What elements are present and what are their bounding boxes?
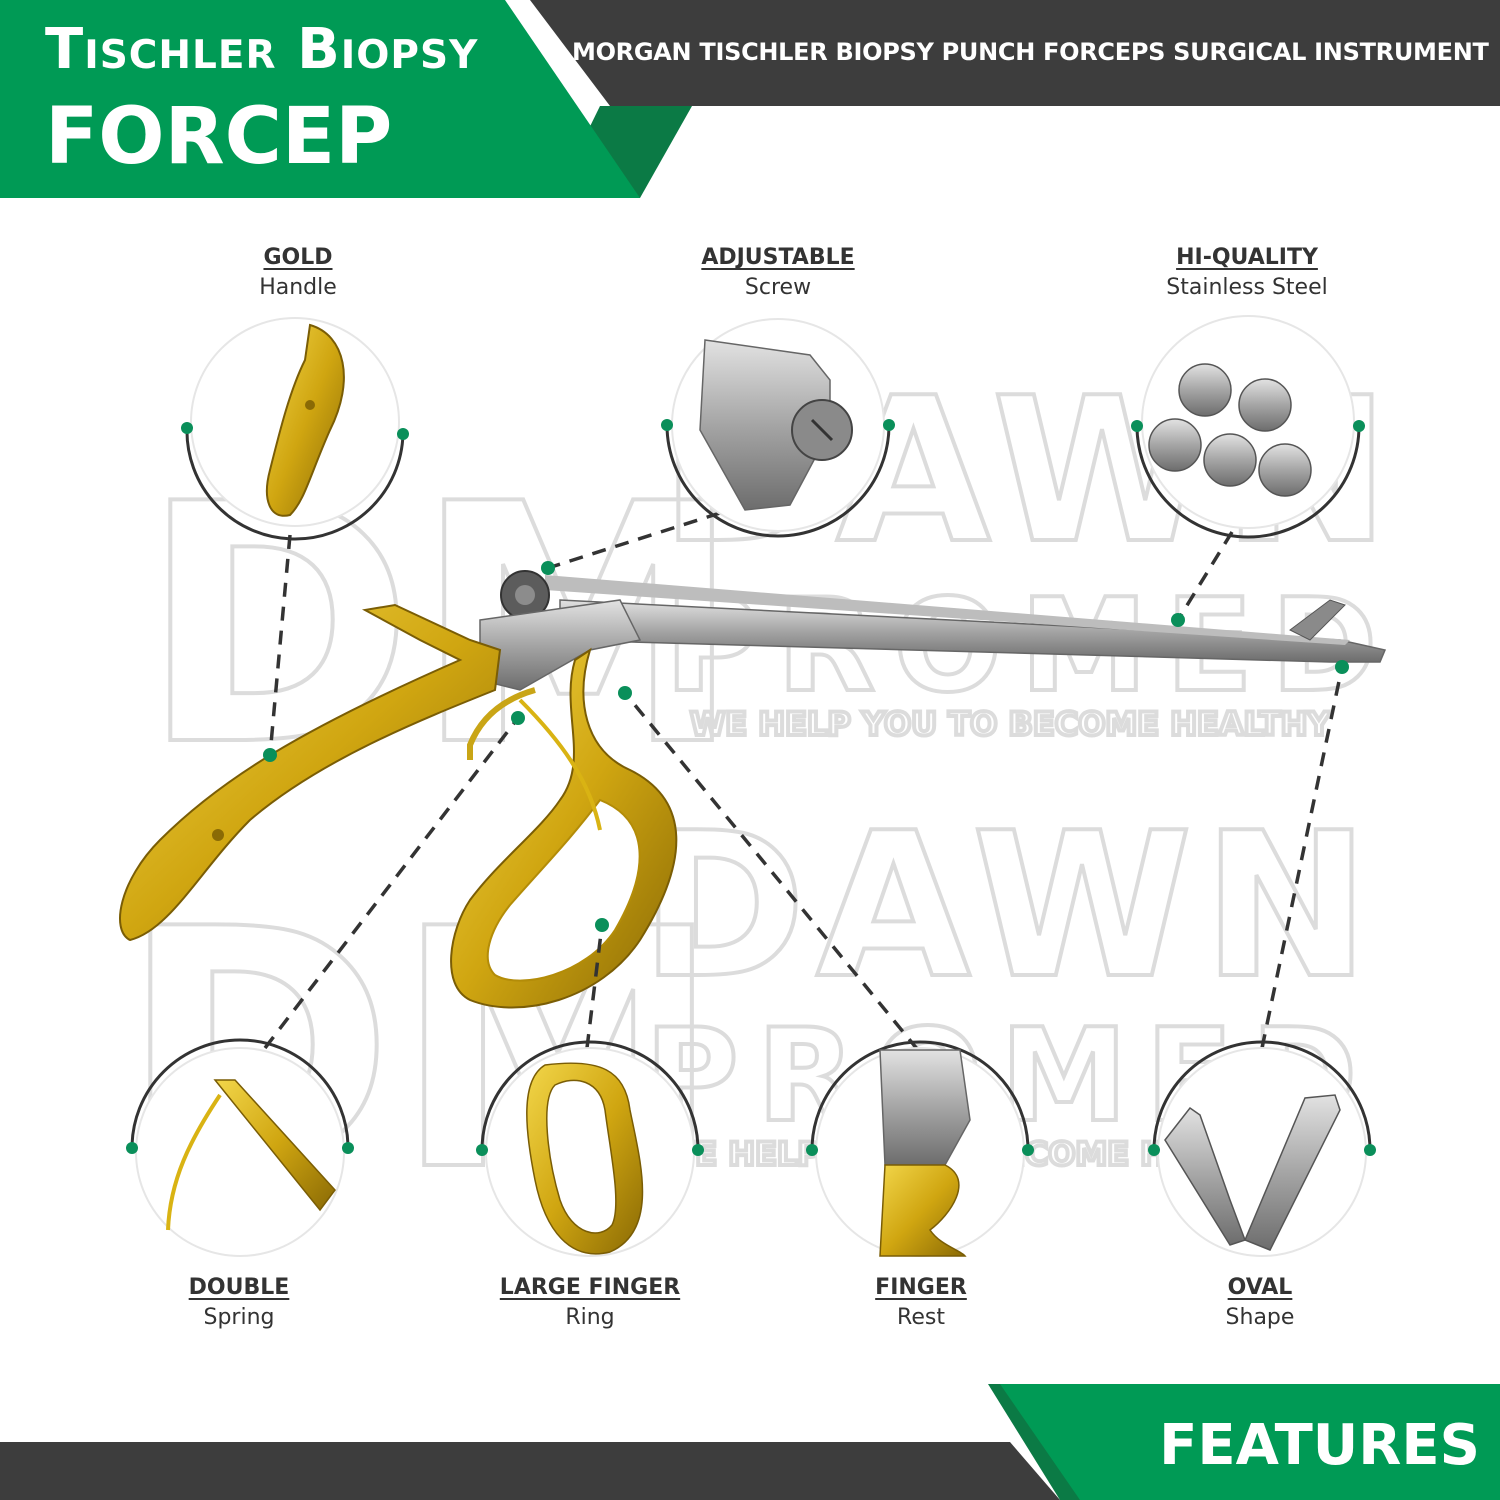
- connector-finger-rest: [623, 691, 920, 1052]
- connector-double-spring: [263, 716, 520, 1050]
- feature-label-oval-shape: OVAL Shape: [1110, 1273, 1410, 1333]
- feature-title: FINGER: [875, 1275, 967, 1300]
- feature-subtitle: Spring: [203, 1305, 275, 1330]
- dot-finger-ring: [595, 918, 609, 932]
- connector-lines: [263, 511, 1344, 1052]
- finger-rest-detail-icon: [879, 1164, 967, 1257]
- connector-oval-shape: [1260, 666, 1344, 1049]
- page-subtitle: MORGAN TISCHLER BIOPSY PUNCH FORCEPS SUR…: [572, 38, 1489, 66]
- forceps-upper-rail: [545, 575, 1350, 645]
- adjustable-screw-center: [515, 585, 535, 605]
- header-green-block: [0, 0, 640, 198]
- spring-strip: [518, 698, 602, 831]
- connector-adjustable-screw: [547, 511, 721, 570]
- feature-title: ADJUSTABLE: [701, 245, 855, 270]
- double-spring: [467, 687, 536, 760]
- feature-label-finger-rest: FINGER Rest: [771, 1273, 1071, 1333]
- feature-title: LARGE FINGER: [499, 1275, 681, 1300]
- footer-gray-bar: [0, 1442, 1060, 1500]
- oval-jaw-detail-upper: [1164, 1106, 1246, 1246]
- detail-circle-double-spring: [126, 1038, 354, 1257]
- footer-green-block: [1000, 1384, 1500, 1500]
- feature-subtitle: Screw: [744, 275, 812, 300]
- detail-circle-oval-shape: [1148, 1040, 1376, 1257]
- dot-finger-rest: [618, 686, 632, 700]
- gold-handle-detail-icon: [265, 323, 345, 517]
- header-gray-bar: [530, 0, 1500, 106]
- feature-subtitle: Rest: [897, 1305, 945, 1330]
- feature-subtitle: Handle: [259, 275, 337, 300]
- detail-circle-finger-ring: [476, 1040, 704, 1257]
- page-title-line1: Tischler Biopsy: [45, 17, 479, 82]
- page-title-line2: FORCEP: [45, 92, 393, 182]
- steel-rods-detail-icon: [1148, 363, 1312, 497]
- forceps-shaft: [559, 599, 1387, 663]
- dot-gold-handle: [263, 748, 277, 762]
- finger-rest-detail-steel: [879, 1049, 971, 1166]
- feature-subtitle: Shape: [1225, 1305, 1295, 1330]
- feature-label-double-spring: DOUBLE Spring: [89, 1273, 389, 1333]
- finger-ring-detail-icon: [526, 1062, 644, 1255]
- feature-title: OVAL: [1227, 1275, 1293, 1300]
- feature-title: GOLD: [263, 245, 333, 270]
- connector-stainless-steel: [1176, 531, 1234, 621]
- feature-label-finger-ring: LARGE FINGER Ring: [440, 1273, 740, 1333]
- feature-title: HI-QUALITY: [1176, 245, 1318, 270]
- feature-subtitle: Ring: [565, 1305, 615, 1330]
- dot-stainless-steel: [1171, 613, 1185, 627]
- finger-ring-opening: [486, 798, 641, 982]
- forceps-instrument: [119, 570, 1387, 1009]
- dot-oval-shape: [1335, 660, 1349, 674]
- feature-label-stainless-steel: HI-QUALITY Stainless Steel: [1097, 243, 1397, 303]
- dot-adjustable-screw: [541, 561, 555, 575]
- footer-features-label: FEATURES: [1159, 1413, 1480, 1478]
- forceps-tip-jaw: [1289, 599, 1346, 641]
- detail-circle-adjustable-screw: [661, 318, 895, 538]
- connector-gold-handle: [268, 534, 292, 756]
- feature-title: DOUBLE: [188, 1275, 290, 1300]
- gold-fixed-handle: [119, 603, 502, 942]
- watermark-tagline: WE HELP YOU TO BECOME HEALTHY: [690, 705, 1331, 743]
- connector-finger-ring: [585, 924, 604, 1049]
- watermark-brand-line1-2: DAWN: [640, 790, 1380, 1023]
- feature-label-gold-handle: GOLD Handle: [148, 243, 448, 303]
- oval-jaw-detail-icon: [1244, 1094, 1341, 1251]
- screw-detail-body: [699, 339, 831, 511]
- forceps-joint: [479, 599, 642, 691]
- connector-dots: [263, 561, 1349, 932]
- detail-circle-gold-handle: [181, 317, 409, 541]
- dot-double-spring: [511, 711, 525, 725]
- handle-screw: [212, 829, 224, 841]
- double-spring-detail-icon: [213, 1079, 336, 1212]
- feature-subtitle: Stainless Steel: [1166, 275, 1328, 300]
- detail-circle-finger-rest: [806, 1040, 1034, 1257]
- feature-label-adjustable-screw: ADJUSTABLE Screw: [628, 243, 928, 303]
- detail-circle-stainless-steel: [1131, 315, 1365, 539]
